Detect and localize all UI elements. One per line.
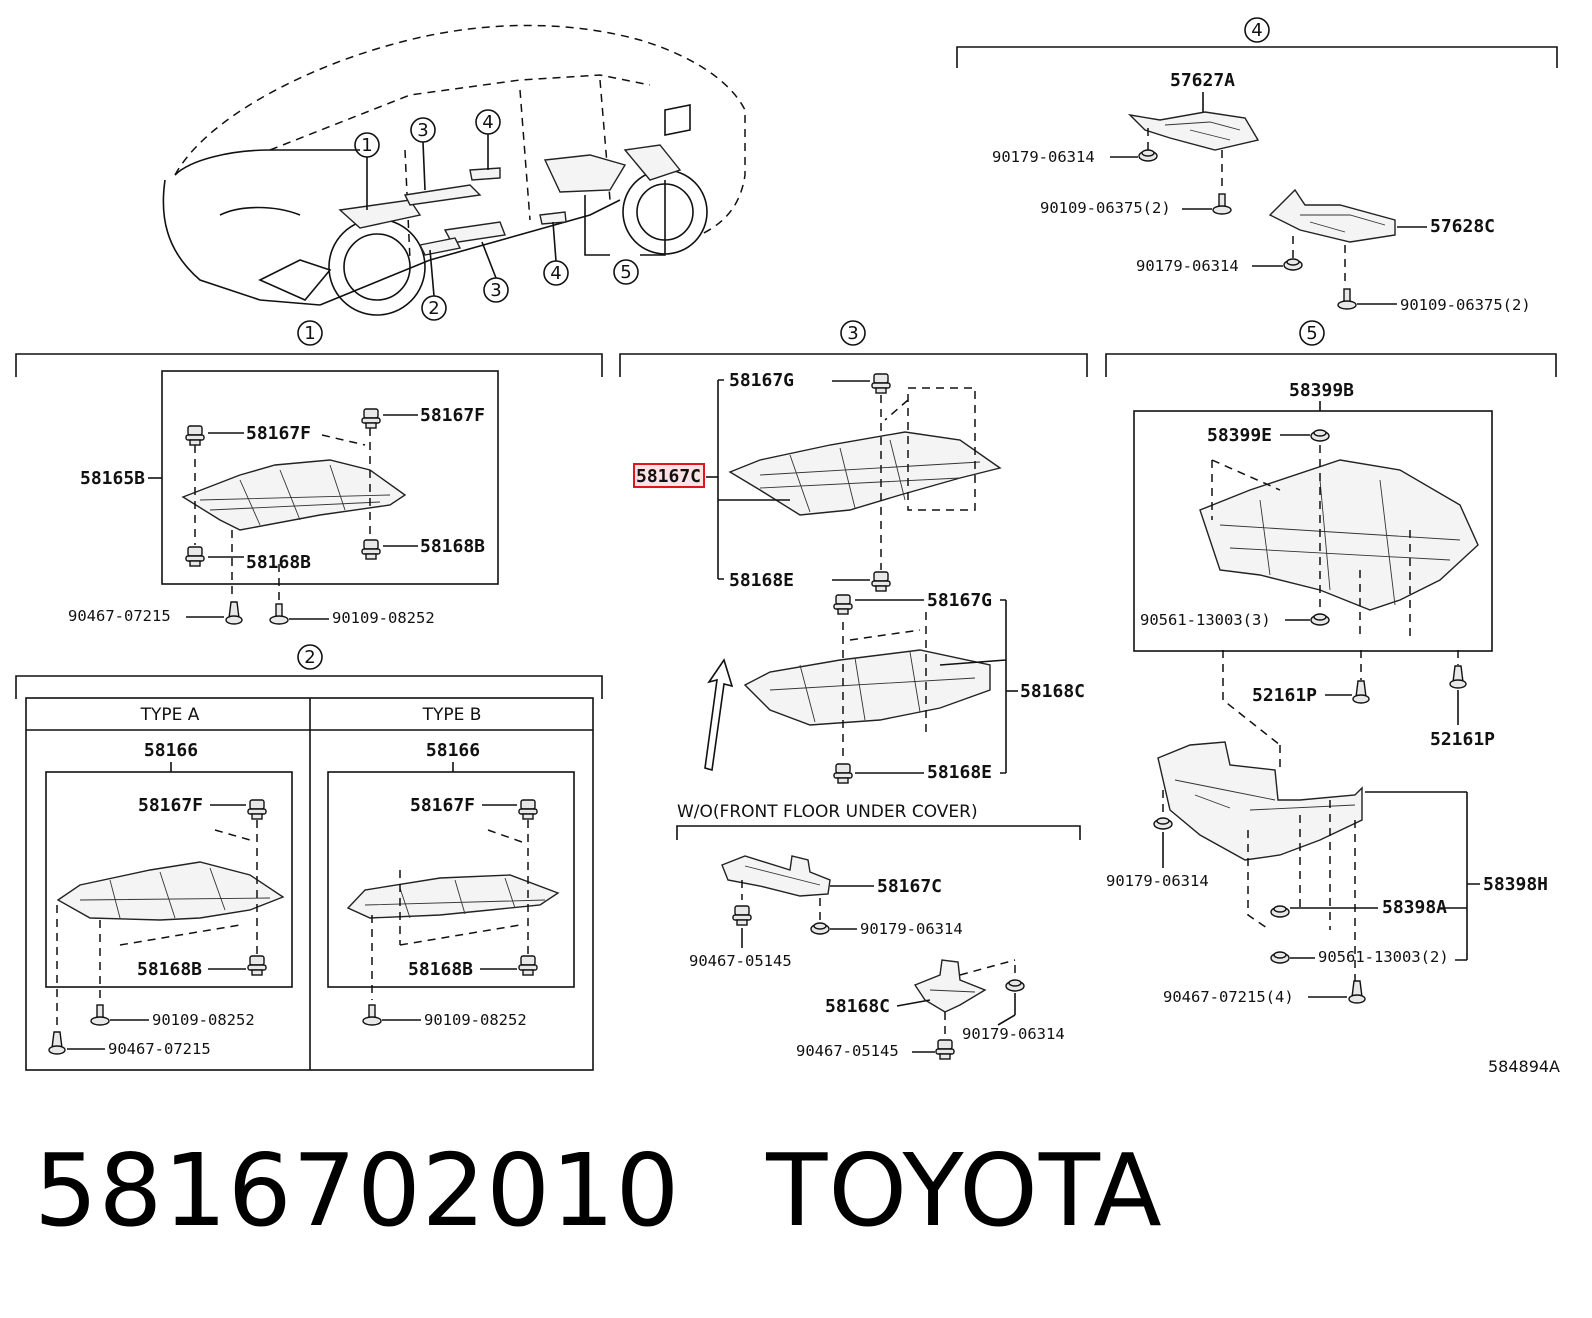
label-58398A: 58398A bbox=[1382, 897, 1447, 918]
section-5-number: 5 bbox=[1306, 323, 1317, 344]
label-58167G-a: 58167G bbox=[729, 370, 794, 391]
type-b-header: TYPE B bbox=[422, 705, 482, 725]
section-2-number: 2 bbox=[304, 647, 315, 668]
label-58168C-wo: 58168C bbox=[825, 996, 890, 1017]
label-58166-b: 58166 bbox=[426, 740, 480, 761]
label-90179-06314-b: 90179-06314 bbox=[1136, 257, 1239, 275]
section-5: 5 58399B 58399E 90561-13003(3) 52161P 52… bbox=[1105, 320, 1557, 1006]
label-90179-06314-a: 90179-06314 bbox=[992, 148, 1095, 166]
label-90467-07215: 90467-07215 bbox=[68, 607, 171, 625]
label-58398H: 58398H bbox=[1483, 874, 1548, 895]
label-58168B-typeb: 58168B bbox=[408, 959, 473, 980]
section-1-number: 1 bbox=[304, 323, 315, 344]
type-a-header: TYPE A bbox=[140, 705, 200, 725]
label-58167F-typeb: 58167F bbox=[410, 795, 475, 816]
label-90109-06375-b: 90109-06375(2) bbox=[1400, 296, 1531, 314]
label-90109-06375-a: 90109-06375(2) bbox=[1040, 199, 1171, 217]
label-90109-08252-typeb: 90109-08252 bbox=[424, 1011, 527, 1029]
label-58168B-b: 58168B bbox=[420, 536, 485, 557]
direction-arrow bbox=[704, 658, 734, 772]
label-90179-06314-wo-a: 90179-06314 bbox=[860, 920, 963, 938]
callout-4b: 4 bbox=[550, 263, 561, 284]
callout-5: 5 bbox=[620, 262, 631, 283]
label-58168E-a: 58168E bbox=[729, 570, 794, 591]
section-4-number: 4 bbox=[1251, 20, 1262, 41]
label-90179-06314-wo-b: 90179-06314 bbox=[962, 1025, 1065, 1043]
label-90561-13003-2: 90561-13003(2) bbox=[1318, 948, 1449, 966]
label-57628C: 57628C bbox=[1430, 216, 1495, 237]
label-90109-08252: 90109-08252 bbox=[332, 609, 435, 627]
section-2: 2 TYPE A TYPE B 58166 58167F 58168B 9010… bbox=[15, 644, 603, 1071]
label-52161P-b: 52161P bbox=[1430, 729, 1495, 750]
section-3-number: 3 bbox=[847, 323, 858, 344]
label-90179-06314-s5: 90179-06314 bbox=[1106, 872, 1209, 890]
label-52161P-a: 52161P bbox=[1252, 685, 1317, 706]
callout-4a: 4 bbox=[482, 112, 493, 133]
callout-3a: 3 bbox=[417, 120, 428, 141]
label-58167C-highlight[interactable]: 58167C bbox=[636, 466, 701, 487]
car-overview bbox=[162, 24, 746, 316]
label-58167F-a: 58167F bbox=[246, 423, 311, 444]
label-58168B-a: 58168B bbox=[246, 552, 311, 573]
label-58167F-b: 58167F bbox=[420, 405, 485, 426]
section-3: 3 58167G 58167C 58168E 58167G 58168C 581… bbox=[619, 320, 1088, 1060]
caption: 5816702010 TOYOTA bbox=[34, 1132, 1163, 1249]
section-4: 4 57627A 90179-06314 90109-06375(2) 5762… bbox=[956, 17, 1558, 314]
label-58399B: 58399B bbox=[1289, 380, 1354, 401]
label-58167G-b: 58167G bbox=[927, 590, 992, 611]
label-58166-a: 58166 bbox=[144, 740, 198, 761]
callout-2: 2 bbox=[428, 298, 439, 319]
highlight-box bbox=[633, 463, 705, 488]
diagram-code: 584894A bbox=[1488, 1057, 1560, 1076]
brand-name: TOYOTA bbox=[766, 1132, 1163, 1249]
callout-1: 1 bbox=[361, 135, 372, 156]
label-90467-07215-4: 90467-07215(4) bbox=[1163, 988, 1294, 1006]
label-90561-13003-3: 90561-13003(3) bbox=[1140, 611, 1271, 629]
car-callouts: 1 2 3 4 3 4 5 bbox=[354, 109, 639, 321]
label-57627A: 57627A bbox=[1170, 70, 1235, 91]
section-1: 1 58167F 58167F 58165B 58168B 58168B 904… bbox=[15, 320, 603, 627]
label-58165B: 58165B bbox=[80, 468, 145, 489]
label-58168E-b: 58168E bbox=[927, 762, 992, 783]
label-58167F-typea: 58167F bbox=[138, 795, 203, 816]
label-58167C-wo: 58167C bbox=[877, 876, 942, 897]
label-90467-07215-typea: 90467-07215 bbox=[108, 1040, 211, 1058]
callout-3b: 3 bbox=[490, 280, 501, 301]
wo-title: W/O(FRONT FLOOR UNDER COVER) bbox=[677, 802, 978, 822]
label-90467-05145-wo-a: 90467-05145 bbox=[689, 952, 792, 970]
label-90467-05145-wo-b: 90467-05145 bbox=[796, 1042, 899, 1060]
label-58168B-typea: 58168B bbox=[137, 959, 202, 980]
label-58399E: 58399E bbox=[1207, 425, 1272, 446]
label-90109-08252-typea: 90109-08252 bbox=[152, 1011, 255, 1029]
part-number: 5816702010 bbox=[34, 1132, 681, 1249]
label-58168C: 58168C bbox=[1020, 681, 1085, 702]
